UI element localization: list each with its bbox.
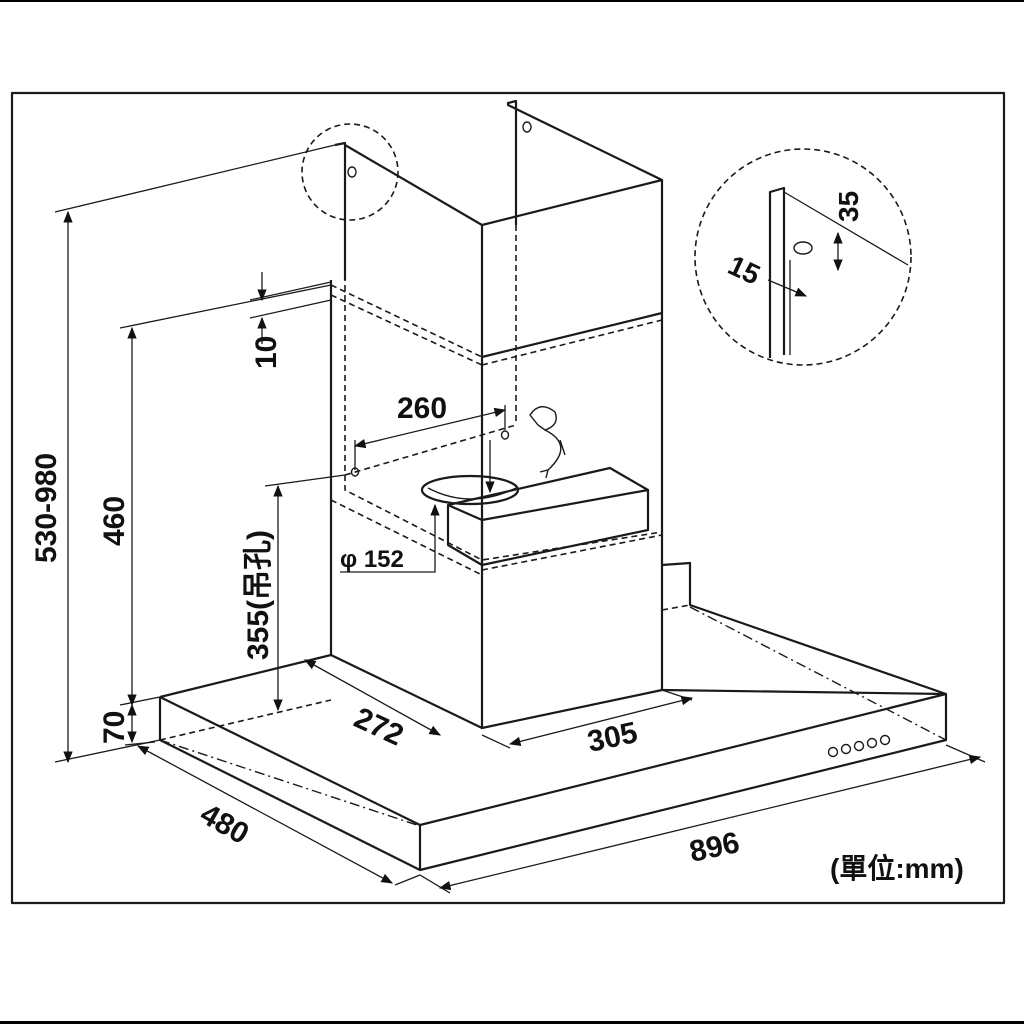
dim-hood-width [419,744,986,894]
dim-hole-spacing [353,405,507,494]
label-hole-height: 355(吊孔) [242,530,275,660]
label-duct-diameter: φ 152 [340,546,404,573]
control-button [853,740,865,752]
control-button [840,743,852,755]
motor-box [420,406,650,567]
label-slot-offset: 10 [250,336,283,369]
frame-bottom-line [0,1021,1024,1024]
frame-top-line [0,0,1024,2]
control-button [866,737,878,749]
detail-circle [694,148,912,366]
control-buttons [827,734,891,758]
dim-chimney-height [119,284,332,707]
dim-hood-depth [124,741,421,886]
label-hood-depth: 480 [195,797,255,851]
dim-chimney-depth [303,659,442,736]
detail-view [694,148,912,366]
unit-note: (單位:mm) [830,852,964,884]
dim-hole-height [264,474,346,712]
top-slot [347,166,357,178]
power-plug [529,406,557,431]
detail-marker-circle [301,123,399,221]
slot-detail [793,241,813,255]
label-hood-width: 896 [687,826,743,869]
duct-outlet [420,474,520,506]
dim-total-height [54,144,336,764]
dim-chimney-width [481,689,694,749]
label-hole-spacing: 260 [397,392,447,425]
label-total-height: 530-980 [30,453,63,563]
control-button [879,734,891,746]
top-slot [522,121,532,133]
control-button [827,746,839,758]
chimney [329,99,664,730]
hanging-hole [500,430,510,440]
drawing-border [10,91,1006,905]
label-chimney-height: 460 [98,496,131,546]
label-chimney-depth: 272 [349,701,408,752]
label-hood-thickness: 70 [98,711,131,744]
label-detail-slot-offset: 15 [723,249,764,290]
dim-duct-diameter [340,503,440,573]
hood-base [158,561,948,872]
dim-slot-offset [249,272,332,344]
label-detail-slot-depth: 35 [833,191,864,222]
